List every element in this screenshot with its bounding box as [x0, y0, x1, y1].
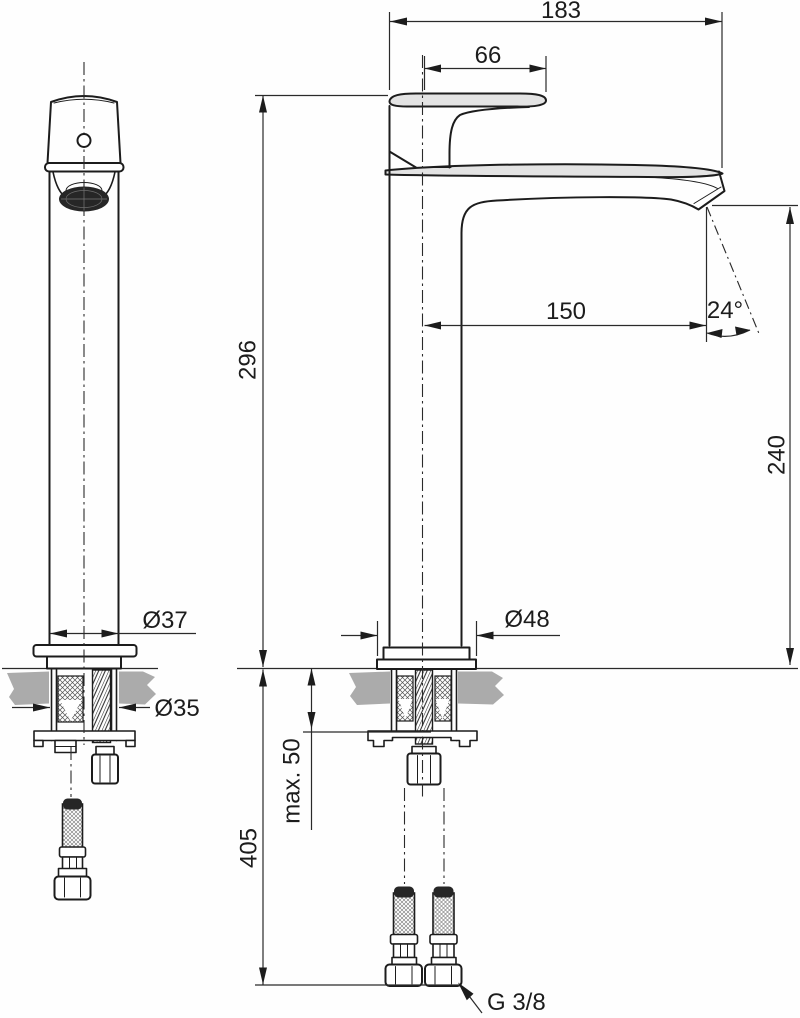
nut-collar-front — [95, 745, 115, 756]
dim-spout-angle: 24° — [705, 206, 761, 342]
hose-side-2 — [424, 885, 463, 987]
hose-braid — [61, 803, 84, 849]
handle-lever-side — [448, 106, 530, 169]
threaded-rod-side — [414, 669, 434, 745]
dim-overall-width: 183 — [388, 0, 723, 168]
countertop — [2, 667, 798, 705]
threaded-rod-front — [91, 669, 112, 744]
dim-label-d48: Ø48 — [504, 606, 549, 633]
counter-slab — [7, 671, 49, 705]
dim-body-height: 296 — [235, 94, 388, 667]
dimensions: 183 66 150 24° 240 — [12, 0, 798, 1016]
counter-slab — [458, 671, 504, 705]
spout-deck — [384, 163, 724, 179]
mounting-bracket-side — [367, 730, 478, 748]
dim-hose-length: 405 — [236, 669, 460, 986]
dim-label-max50: max. 50 — [279, 738, 306, 823]
dim-max-deck-thickness: max. 50 — [279, 668, 431, 830]
dim-label-d35: Ø35 — [154, 695, 199, 722]
dim-label-183: 183 — [541, 0, 581, 24]
dim-label-d37: Ø37 — [142, 607, 187, 634]
seal-section — [396, 675, 414, 722]
dim-front-base-diameter: Ø37 — [50, 607, 196, 638]
dim-label-296: 296 — [235, 340, 262, 380]
hose-cap — [63, 798, 82, 810]
side-view — [367, 55, 726, 987]
dim-outlet-height: 240 — [712, 204, 798, 665]
mounting-nut-side — [406, 752, 442, 786]
dim-label-240: 240 — [764, 435, 791, 475]
handle-dot — [76, 133, 92, 148]
dim-label-66: 66 — [475, 42, 502, 69]
spout-outline — [460, 170, 726, 647]
counter-slab — [349, 671, 390, 705]
hose-side — [384, 886, 423, 987]
hose-front — [53, 798, 92, 901]
dim-side-base-diameter: Ø48 — [341, 606, 560, 656]
dim-handle-width: 66 — [423, 42, 547, 92]
handle-chin — [388, 105, 417, 169]
base-skirt-side — [382, 646, 471, 661]
seal-notch — [60, 700, 82, 721]
hose-braid — [392, 892, 416, 936]
base-flange-front — [32, 644, 138, 658]
handle-front — [46, 95, 122, 164]
front-view — [32, 62, 138, 901]
dim-hose-thread: G 3/8 — [458, 982, 546, 1016]
nut-collar-side — [411, 745, 437, 755]
counter-slab — [119, 671, 156, 705]
dim-label-150: 150 — [546, 298, 586, 325]
dim-label-g38: G 3/8 — [487, 989, 546, 1016]
shank-front — [50, 667, 118, 742]
dim-spout-reach: 150 — [424, 298, 706, 330]
dim-thread-diameter: Ø35 — [12, 695, 200, 722]
dim-label-405: 405 — [236, 828, 263, 868]
dim-label-24deg: 24° — [707, 297, 743, 324]
base-flange-side — [376, 658, 477, 670]
hose-cap — [394, 886, 414, 898]
hose-nut-front — [53, 875, 92, 901]
seal-section — [434, 675, 452, 722]
mounting-nut-front — [91, 753, 119, 785]
handle-top-side — [388, 92, 547, 108]
hose-nut-side — [384, 963, 423, 987]
